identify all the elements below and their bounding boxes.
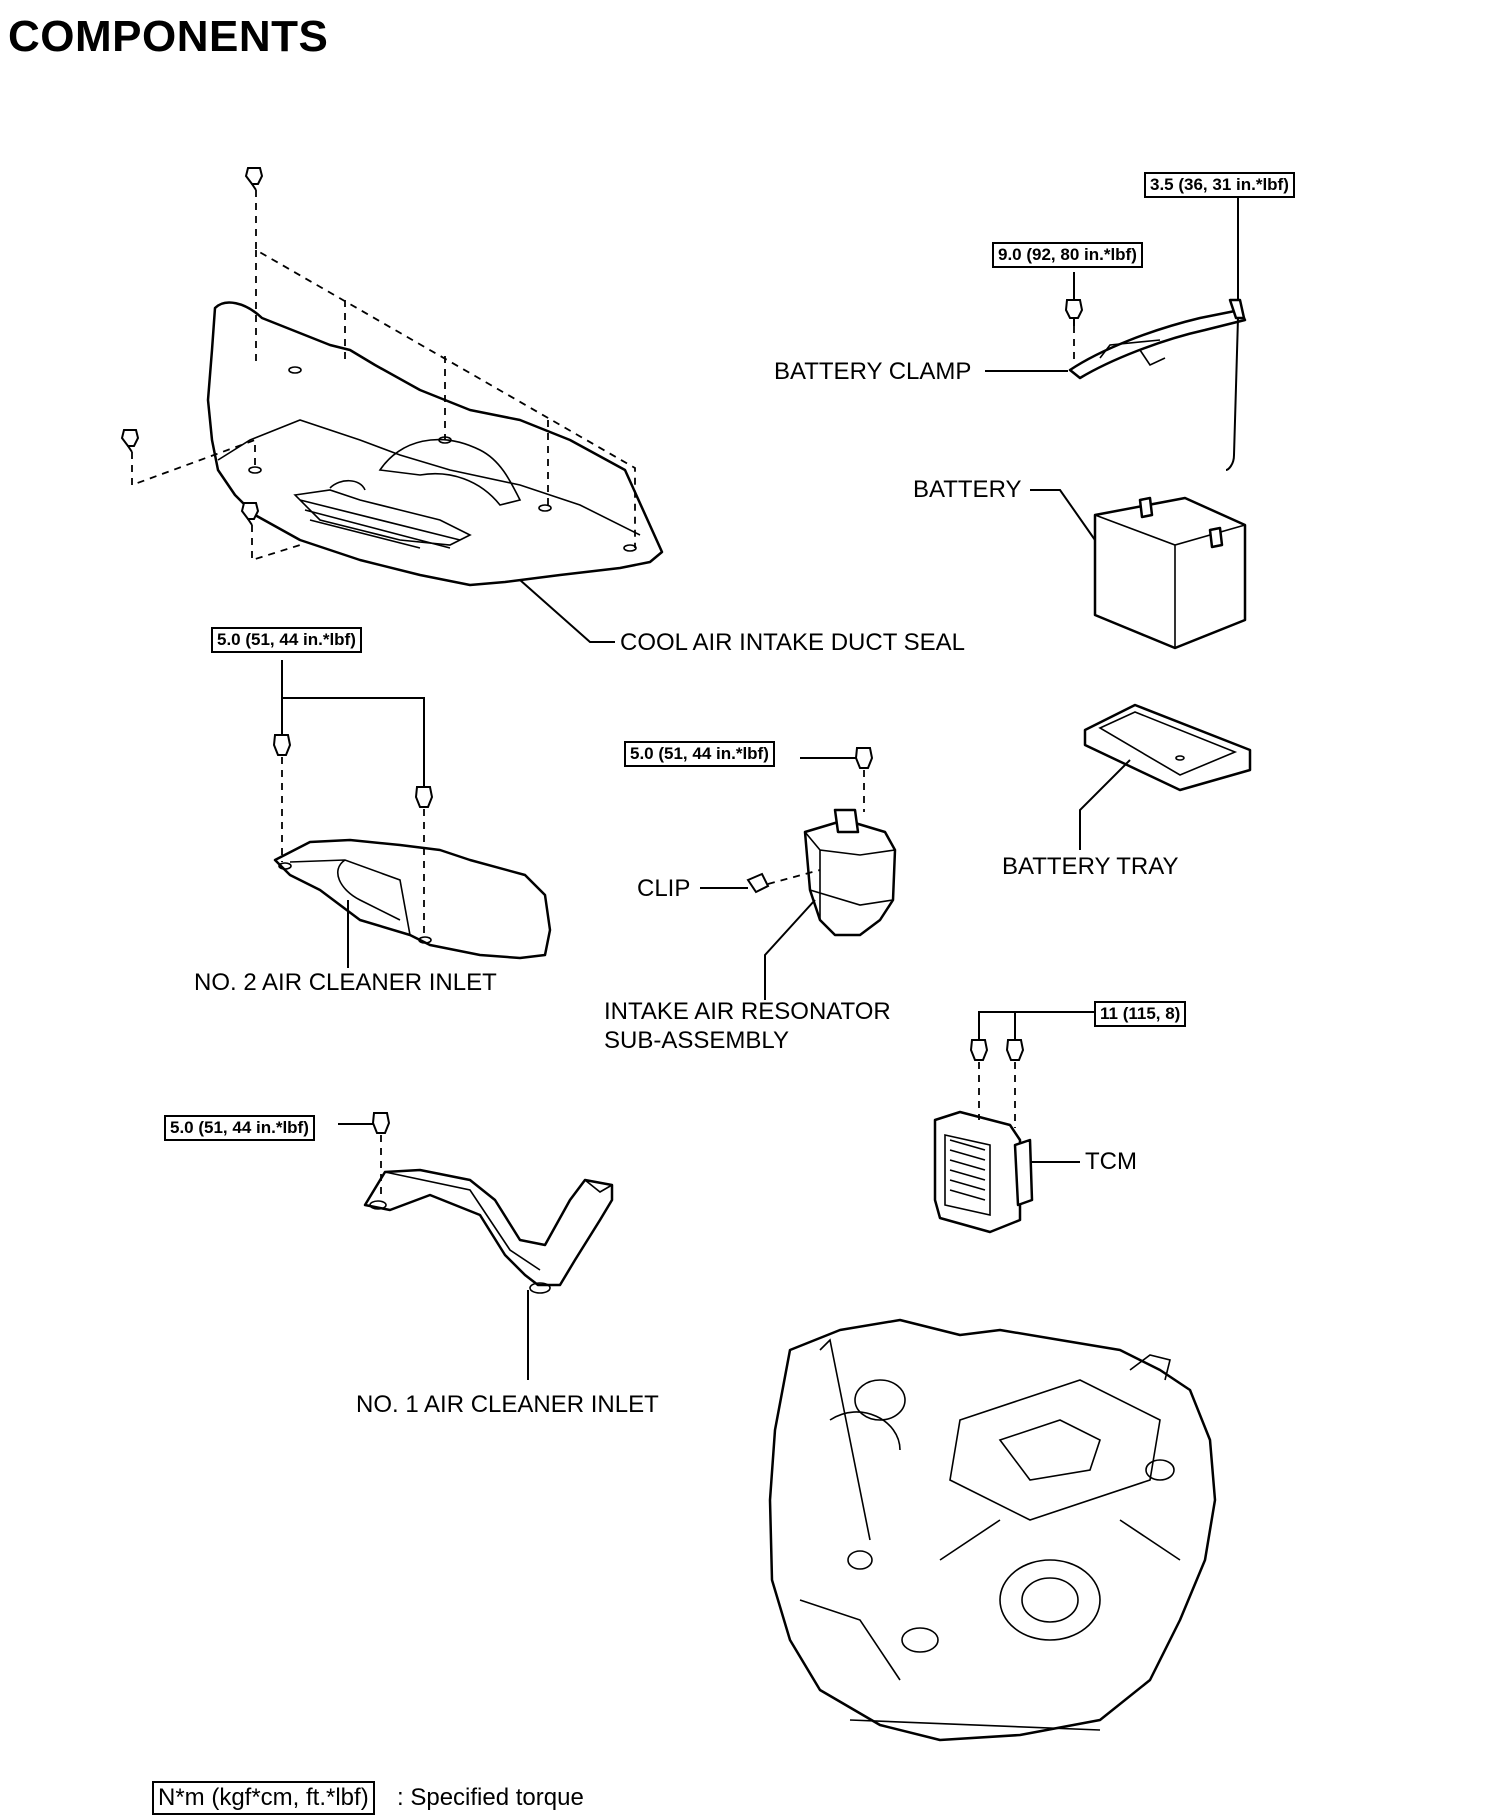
torque-battery-clamp-bolt: 9.0 (92, 80 in.*lbf) xyxy=(992,242,1143,268)
torque-legend-text: : Specified torque xyxy=(397,1784,584,1811)
battery-leader xyxy=(1030,489,1096,541)
no1-air-cleaner-inlet-part xyxy=(363,1168,614,1294)
clip-part xyxy=(746,872,770,894)
tcm-part xyxy=(933,1110,1034,1234)
torque-resonator: 5.0 (51, 44 in.*lbf) xyxy=(624,741,775,767)
torque-tcm: 11 (115, 8) xyxy=(1094,1001,1187,1027)
resonator-bolt xyxy=(854,747,874,769)
battery-part xyxy=(1093,496,1247,650)
tcm-torque-leader xyxy=(978,1011,1094,1040)
clip-label: CLIP xyxy=(637,875,691,902)
cool-air-intake-duct-seal-part xyxy=(206,301,664,587)
tcm-bolts xyxy=(969,1039,1025,1061)
duct-seal-guide-lines xyxy=(131,190,636,562)
transaxle-part xyxy=(768,1318,1217,1742)
no2-inlet-torque-leader xyxy=(281,697,425,787)
torque-unit-legend: N*m (kgf*cm, ft.*lbf) xyxy=(152,1781,375,1815)
no2-inlet-bolts xyxy=(272,734,434,808)
battery-tray-leader xyxy=(1079,759,1131,850)
torque-battery-clamp-rod: 3.5 (36, 31 in.*lbf) xyxy=(1144,172,1295,198)
battery-tray-part xyxy=(1083,703,1252,792)
battery-tray-label: BATTERY TRAY xyxy=(1002,853,1179,880)
battery-clamp-label: BATTERY CLAMP xyxy=(774,358,972,385)
no2-air-cleaner-inlet-label: NO. 2 AIR CLEANER INLET xyxy=(194,969,497,996)
tcm-label: TCM xyxy=(1085,1148,1137,1175)
cool-air-intake-duct-seal-label: COOL AIR INTAKE DUCT SEAL xyxy=(620,629,965,656)
page-title: COMPONENTS xyxy=(8,12,329,61)
duct-seal-clips xyxy=(120,167,264,526)
battery-label: BATTERY xyxy=(913,476,1022,503)
no1-air-cleaner-inlet-label: NO. 1 AIR CLEANER INLET xyxy=(356,1391,659,1418)
no1-inlet-bolt xyxy=(371,1112,391,1134)
no2-air-cleaner-inlet-part xyxy=(273,838,552,960)
intake-air-resonator-part xyxy=(803,808,897,937)
intake-air-resonator-label-line1: INTAKE AIR RESONATOR xyxy=(604,998,891,1025)
torque-no2-inlet: 5.0 (51, 44 in.*lbf) xyxy=(211,627,362,653)
duct-seal-leader xyxy=(519,579,615,643)
resonator-leader xyxy=(764,899,816,1000)
battery-clamp-part xyxy=(1064,298,1247,471)
torque-no1-inlet: 5.0 (51, 44 in.*lbf) xyxy=(164,1115,315,1141)
clip-guide xyxy=(767,869,821,885)
intake-air-resonator-label-line2: SUB-ASSEMBLY xyxy=(604,1027,789,1054)
